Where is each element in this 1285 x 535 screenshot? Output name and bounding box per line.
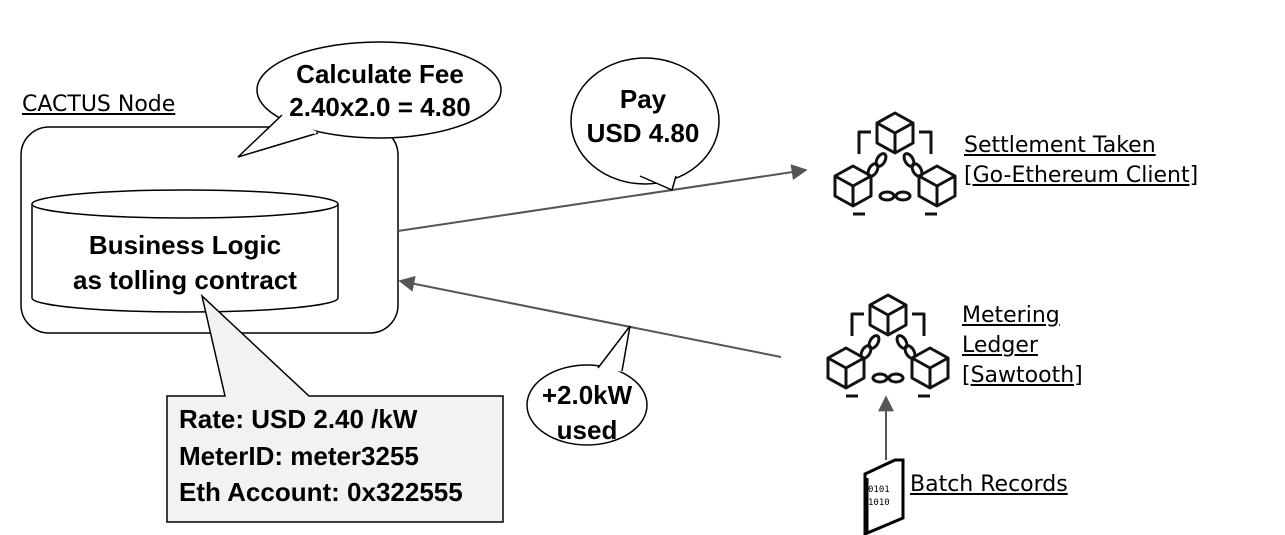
calculate-fee-title: Calculate Fee [296, 59, 464, 89]
binary-bits-line2: 1010 [868, 498, 890, 508]
pay-bubble [570, 57, 720, 192]
binary-bits-line1: 0101 [868, 485, 890, 495]
settlement-label-line1: Settlement Taken [964, 133, 1156, 158]
pay-arrow [397, 164, 808, 232]
used-bubble [526, 325, 648, 446]
metering-blockchain-icon [826, 293, 950, 398]
pay-line2: USD 4.80 [586, 118, 700, 148]
settlement-blockchain-icon [833, 111, 957, 216]
binary-file-icon: 0101 1010 [863, 458, 905, 535]
cactus-node-label: CACTUS Node [22, 92, 176, 117]
business-logic-cylinder [31, 189, 339, 313]
settlement-label-line2: [Go-Ethereum Client] [964, 163, 1199, 188]
usage-arrow [398, 275, 782, 358]
rate-callout [166, 293, 504, 523]
calculate-fee-bubble [237, 41, 502, 158]
metering-label-line1: Metering [962, 303, 1060, 328]
used-line2: used [556, 415, 618, 445]
used-line1: +2.0kW [541, 380, 633, 410]
rate-text: Rate: USD 2.40 /kW [179, 404, 418, 434]
business-logic-line1: Business Logic [88, 230, 282, 260]
metering-label-line3: [Sawtooth] [962, 363, 1083, 388]
business-logic-line2: as tolling contract [73, 265, 297, 295]
pay-line1: Pay [619, 84, 667, 114]
eth-account-text: Eth Account: 0x322555 [179, 477, 463, 507]
calculate-fee-formula: 2.40x2.0 = 4.80 [289, 92, 471, 122]
meter-id-text: MeterID: meter3255 [179, 441, 419, 471]
metering-label-line2: Ledger [962, 333, 1038, 358]
batch-records-label: Batch Records [910, 472, 1068, 497]
